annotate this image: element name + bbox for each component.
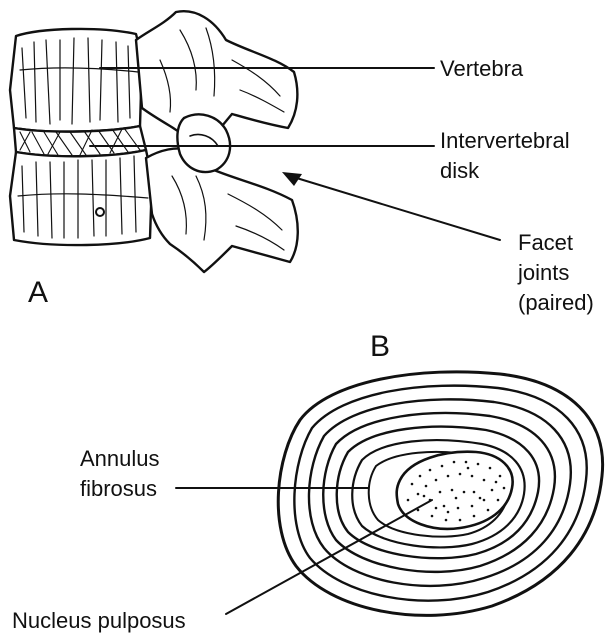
label-intervertebral: Intervertebral bbox=[440, 128, 570, 153]
lower-vertebral-body bbox=[10, 150, 152, 245]
upper-vertebral-body bbox=[10, 29, 142, 132]
facet-joint-shape bbox=[177, 114, 230, 172]
label-vertebra: Vertebra bbox=[440, 56, 524, 81]
label-joints: joints bbox=[517, 260, 569, 285]
label-fibrosus: fibrosus bbox=[80, 476, 157, 501]
label-disk: disk bbox=[440, 158, 480, 183]
label-nucleus-pulposus: Nucleus pulposus bbox=[12, 608, 186, 633]
label-facet: Facet bbox=[518, 230, 573, 255]
label-paired: (paired) bbox=[518, 290, 594, 315]
vertebral-column-illustration bbox=[10, 11, 298, 272]
panel-letter-b: B bbox=[370, 330, 390, 363]
panel-letter-a: A bbox=[28, 276, 48, 309]
facet-leader bbox=[290, 176, 500, 240]
label-annulus: Annulus bbox=[80, 446, 160, 471]
